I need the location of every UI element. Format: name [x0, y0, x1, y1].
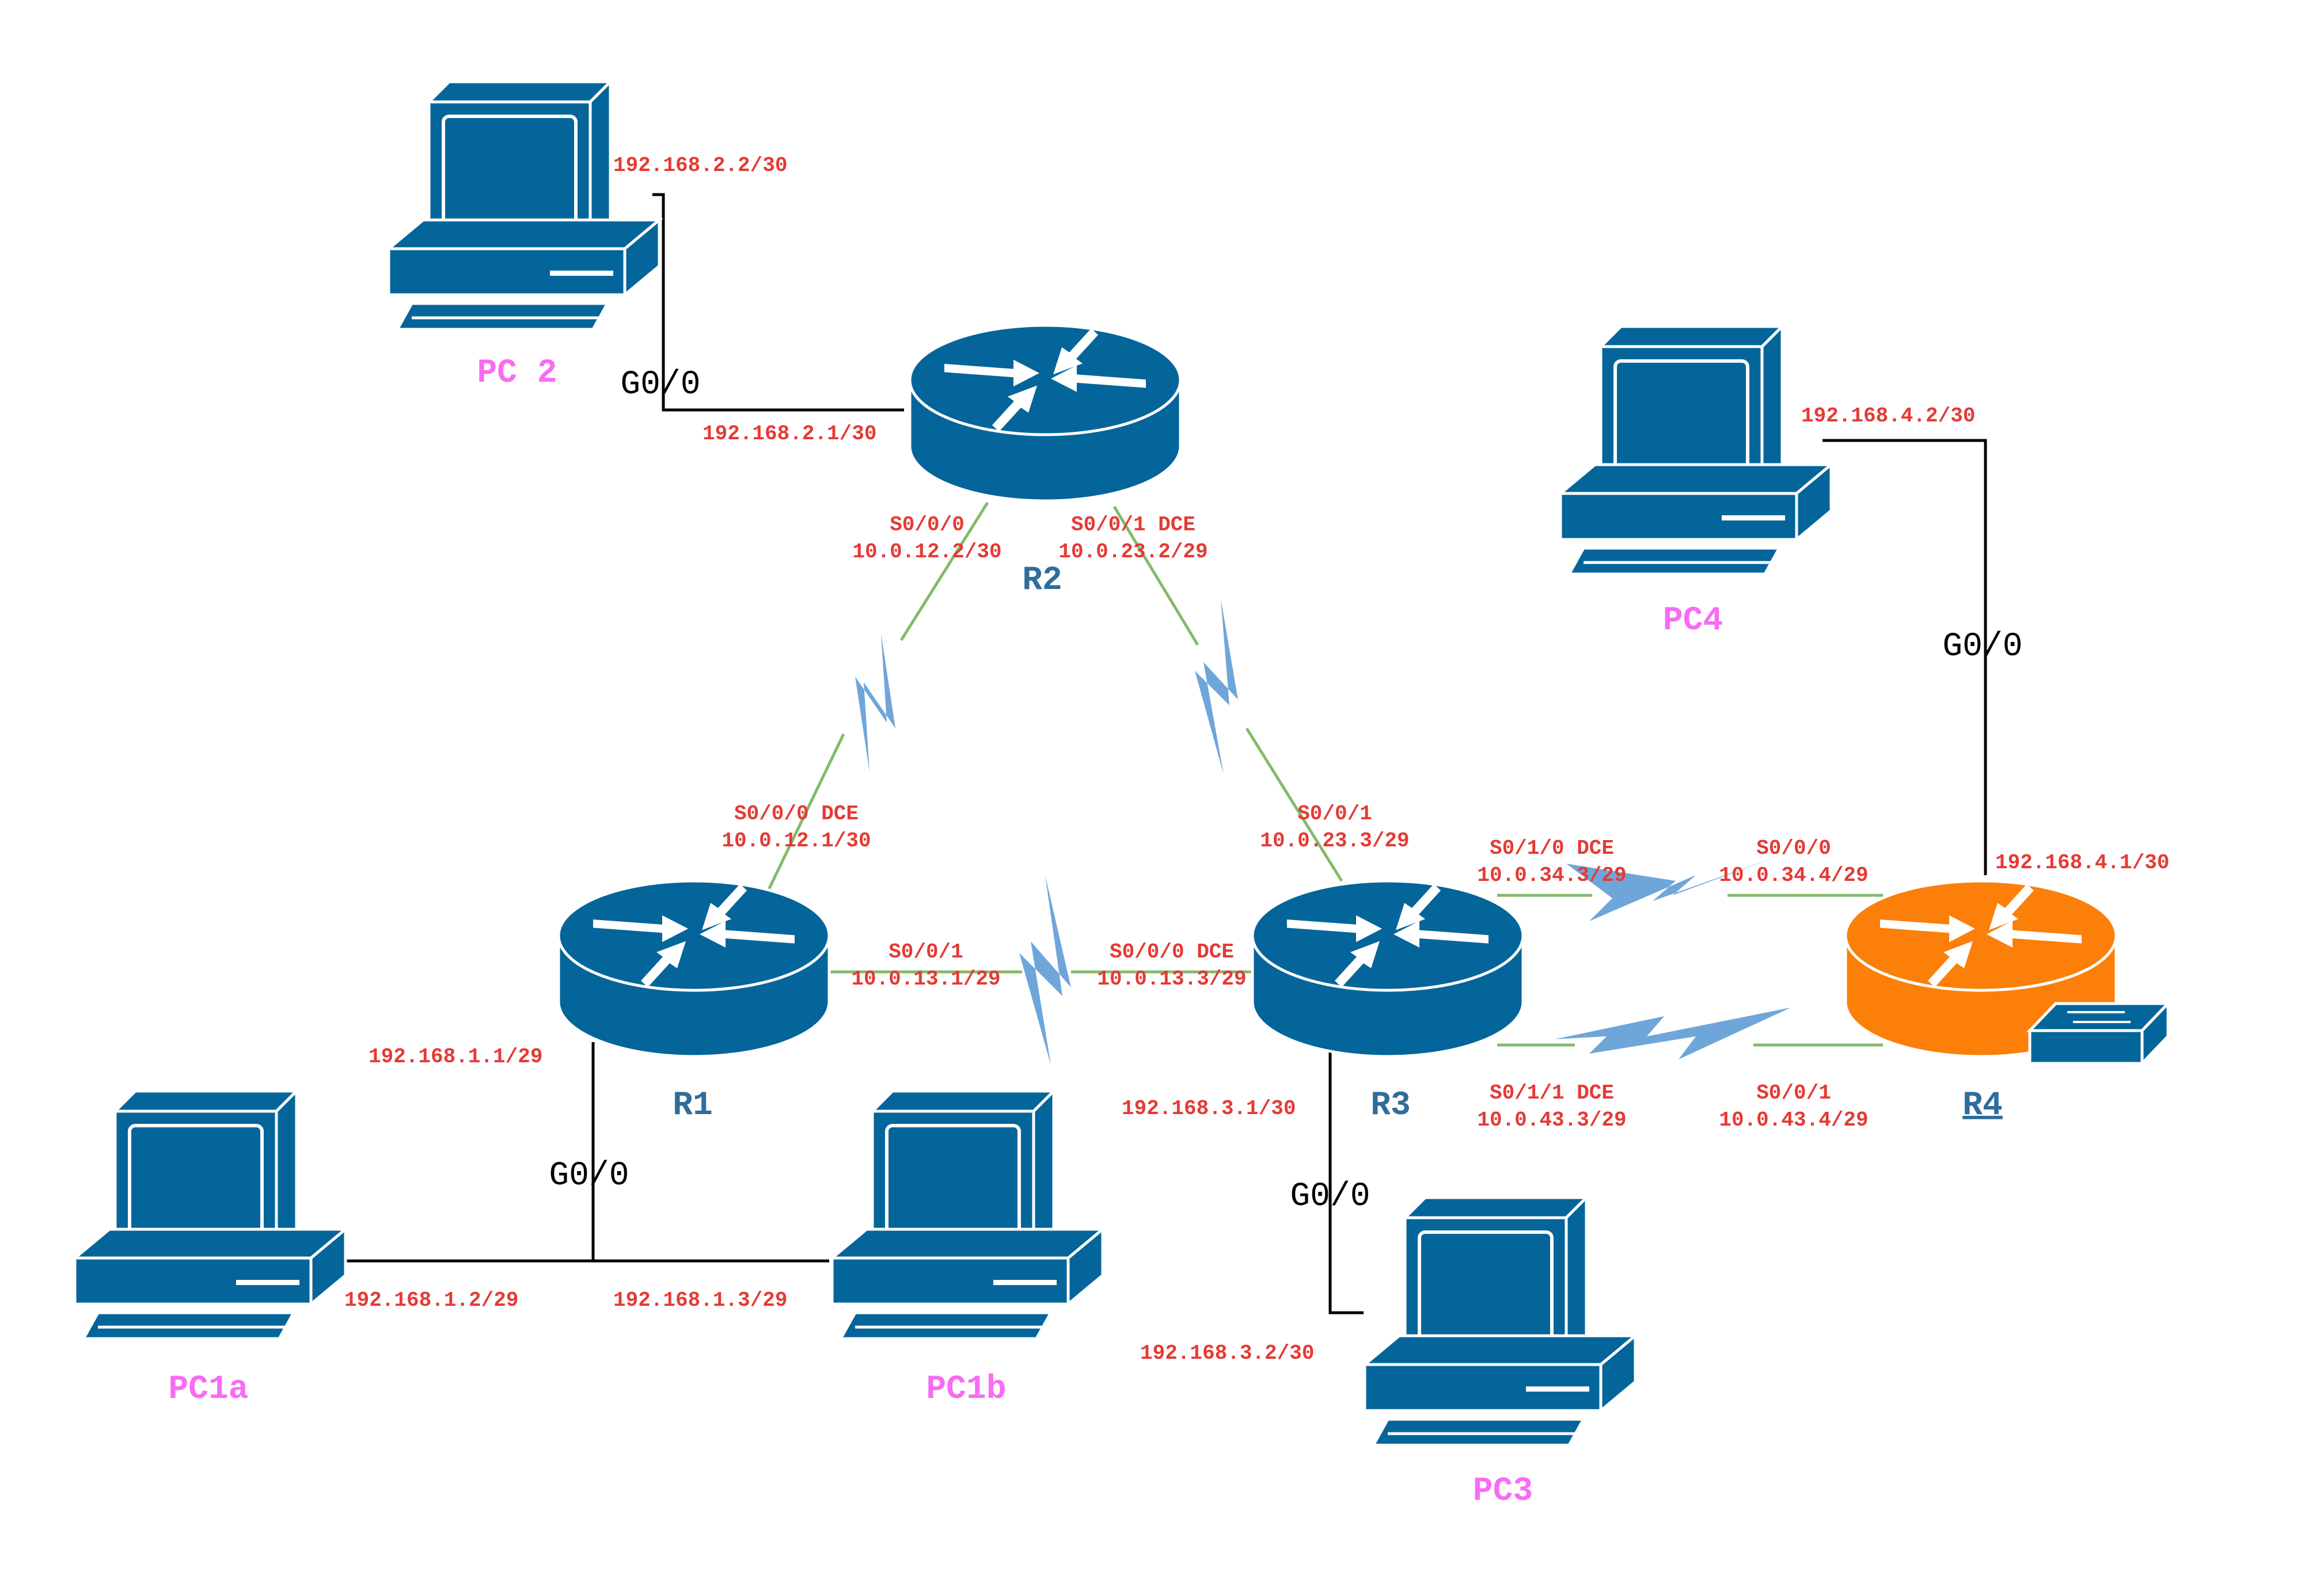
r4-s000-iface: S0/0/0 — [1756, 837, 1831, 860]
router-r3-icon[interactable] — [1251, 879, 1525, 1058]
r3-s000-ip: 10.0.13.3/29 — [1097, 967, 1246, 991]
pc2-icon[interactable] — [389, 82, 659, 329]
r3-label: R3 — [1370, 1087, 1411, 1124]
r2-s001-ip: 10.0.23.2/29 — [1058, 540, 1208, 564]
switch-module-icon — [2026, 1000, 2171, 1067]
r1-lan-port-label: G0/0 — [549, 1157, 629, 1195]
r2-label: R2 — [1022, 562, 1062, 599]
r3-lan-port-label: G0/0 — [1290, 1178, 1370, 1215]
r1-s000-ip: 10.0.12.1/30 — [722, 829, 871, 853]
pc4-label: PC4 — [1663, 602, 1723, 640]
serial-bolt-icon — [1555, 1008, 1791, 1059]
r3-s001-iface: S0/0/1 — [1297, 802, 1372, 826]
pc4-link-port-label: G0/0 — [1942, 628, 2022, 666]
pc1b-icon[interactable] — [832, 1091, 1103, 1339]
r4-s001-iface: S0/0/1 — [1756, 1081, 1831, 1105]
serial-interface-labels: S0/0/0 10.0.12.2/30 S0/0/1 DCE 10.0.23.2… — [722, 513, 1868, 1132]
port-labels: G0/0 G0/0 G0/0 G0/0 — [549, 366, 2022, 1215]
link-pc2-r2 — [652, 193, 904, 412]
serial-bolt-icon — [1019, 875, 1071, 1065]
pc3-address: 192.168.3.2/30 — [1140, 1342, 1314, 1365]
lan-address-labels: 192.168.2.2/30 192.168.2.1/30 192.168.4.… — [344, 154, 2169, 1365]
r4-s000-ip: 10.0.34.4/29 — [1719, 864, 1868, 887]
r3-s011-ip: 10.0.43.3/29 — [1477, 1108, 1626, 1132]
serial-links — [767, 501, 1883, 1047]
r3-s010-iface: S0/1/0 DCE — [1490, 837, 1614, 860]
router-r2-icon[interactable] — [908, 324, 1182, 503]
link-r3-pc3 — [1328, 1039, 1364, 1314]
r3-s001-ip: 10.0.23.3/29 — [1260, 829, 1409, 853]
pc4-icon[interactable] — [1560, 326, 1831, 574]
pc1a-label: PC1a — [168, 1371, 248, 1408]
r1-s001-ip: 10.0.13.1/29 — [851, 967, 1000, 991]
r2-s000-ip: 10.0.12.2/30 — [852, 540, 1001, 564]
r2-g00-address: 192.168.2.1/30 — [703, 422, 876, 446]
pc4-address: 192.168.4.2/30 — [1801, 404, 1975, 428]
r4-g00-address: 192.168.4.1/30 — [1995, 851, 2169, 875]
r1-s000-iface: S0/0/0 DCE — [734, 802, 859, 826]
r3-g00-address: 192.168.3.1/30 — [1122, 1097, 1296, 1120]
r2-s000-iface: S0/0/0 — [890, 513, 965, 537]
serial-bolt-icon — [1566, 858, 1774, 921]
r1-s001-iface: S0/0/1 — [888, 940, 963, 964]
pc2-label: PC 2 — [477, 355, 557, 392]
pc3-label: PC3 — [1473, 1473, 1533, 1510]
link-pc4-r4 — [1822, 439, 1987, 875]
pc2-link-port-label: G0/0 — [620, 366, 700, 404]
r4-label: R4 — [1962, 1087, 2003, 1124]
serial-bolt-icon — [855, 633, 895, 772]
device-labels: PC 2 PC4 PC1a PC1b PC3 R2 R1 R3 R4 — [168, 355, 2002, 1510]
serial-r1-r2-lower — [767, 733, 845, 891]
serial-r2-r3-lower — [1245, 727, 1343, 882]
r2-s001-iface: S0/0/1 DCE — [1071, 513, 1195, 537]
r1-label: R1 — [673, 1087, 713, 1124]
ethernet-links — [347, 193, 1987, 1314]
serial-bolt-icon — [1195, 599, 1238, 774]
serial-r1-r2-upper — [899, 501, 989, 641]
pc1b-address: 192.168.1.3/29 — [613, 1289, 787, 1312]
r3-s010-ip: 10.0.34.3/29 — [1477, 864, 1626, 887]
pc1a-address: 192.168.1.2/29 — [344, 1289, 518, 1312]
router-r4-icon[interactable] — [1844, 879, 2171, 1067]
serial-bolts — [855, 599, 1791, 1065]
router-r1-icon[interactable] — [557, 879, 831, 1058]
r3-s011-iface: S0/1/1 DCE — [1490, 1081, 1614, 1105]
r1-g00-address: 192.168.1.1/29 — [369, 1045, 542, 1069]
pc1b-label: PC1b — [926, 1371, 1006, 1408]
pc3-icon[interactable] — [1365, 1198, 1635, 1445]
pc2-address: 192.168.2.2/30 — [613, 154, 787, 177]
r4-s001-ip: 10.0.43.4/29 — [1719, 1108, 1868, 1132]
pc1a-icon[interactable] — [75, 1091, 345, 1339]
r3-s000-iface: S0/0/0 DCE — [1110, 940, 1234, 964]
serial-r2-r3-upper — [1112, 506, 1199, 646]
